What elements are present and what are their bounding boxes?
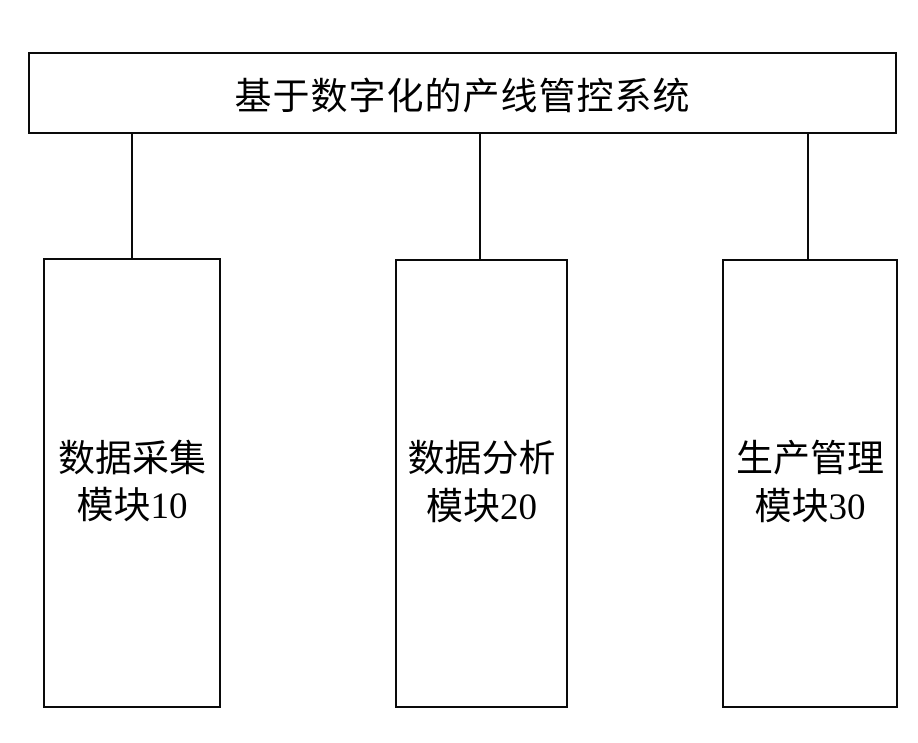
module-number-label: 模块20 — [426, 486, 537, 528]
connector-line-left — [131, 133, 133, 260]
connector-line-right — [807, 133, 809, 260]
system-title-label: 基于数字化的产线管控系统 — [234, 77, 691, 118]
connector-line-center — [479, 133, 481, 260]
module-name-label: 数据分析 — [407, 439, 556, 481]
module-number-label: 模块30 — [754, 486, 866, 528]
module-name-label: 生产管理 — [736, 439, 884, 481]
module-box-data-collection: 数据采集 模块10 — [43, 258, 221, 708]
module-name-label: 数据采集 — [58, 438, 206, 480]
module-box-data-analysis: 数据分析 模块20 — [395, 259, 568, 708]
system-title-box: 基于数字化的产线管控系统 — [28, 52, 897, 134]
module-number-label: 模块10 — [76, 486, 188, 527]
module-box-production-management: 生产管理 模块30 — [722, 259, 898, 708]
